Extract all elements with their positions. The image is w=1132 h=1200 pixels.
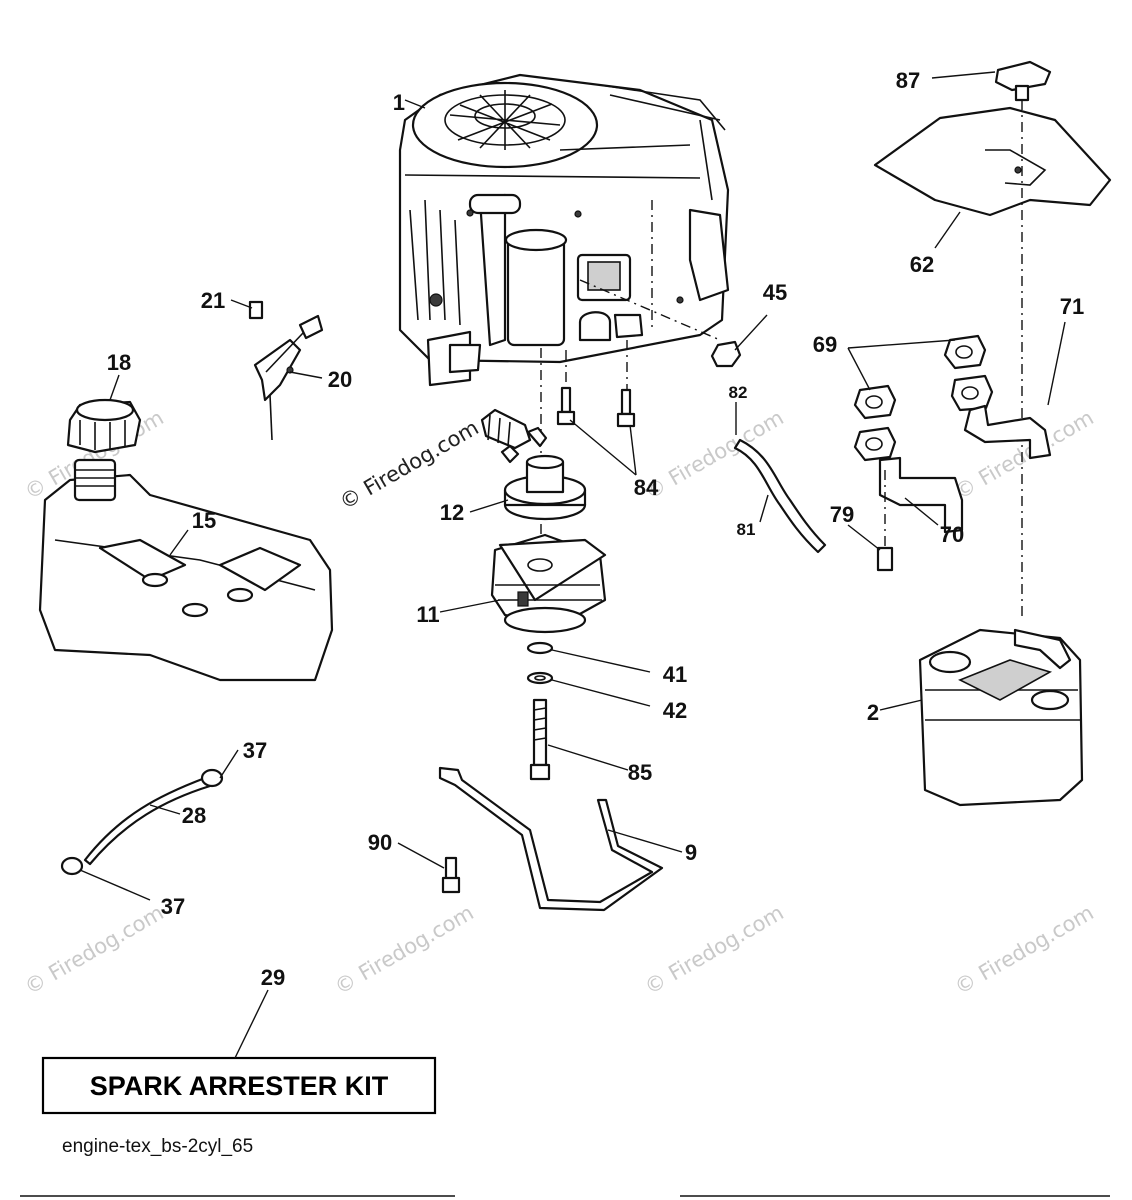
part-label: 87 bbox=[896, 68, 920, 93]
kit-label: SPARK ARRESTER KIT bbox=[90, 1071, 389, 1101]
part-label: 15 bbox=[192, 508, 216, 533]
choke-drawing bbox=[248, 300, 324, 441]
part-label: 41 bbox=[663, 662, 687, 687]
watermark: © Firedog.com bbox=[21, 900, 168, 999]
rod-drawing bbox=[438, 766, 664, 912]
part-label: 37 bbox=[161, 894, 185, 919]
hardware-drawing bbox=[441, 386, 636, 894]
fuel-line-drawing bbox=[480, 408, 827, 554]
part-label: 11 bbox=[416, 602, 439, 627]
part-label: 28 bbox=[182, 803, 206, 828]
part-label: 20 bbox=[328, 367, 352, 392]
part-label: 45 bbox=[763, 280, 787, 305]
part-labels: 1 87 62 45 21 20 18 69 71 82 84 12 15 81… bbox=[107, 68, 1084, 990]
clutch-drawing bbox=[490, 533, 607, 634]
part-label: 42 bbox=[663, 698, 687, 723]
fuel-tank-drawing bbox=[38, 398, 334, 682]
part-label: 84 bbox=[634, 475, 659, 500]
exhaust-drawing bbox=[853, 334, 1052, 572]
part-label: 12 bbox=[440, 500, 464, 525]
part-label: 37 bbox=[243, 738, 267, 763]
kit-box bbox=[41, 1056, 437, 1115]
watermark: © Firedog.com bbox=[641, 900, 788, 999]
engine-drawing bbox=[398, 73, 730, 387]
watermark: © Firedog.com bbox=[951, 900, 1098, 999]
part-label: 18 bbox=[107, 350, 131, 375]
part-label: 62 bbox=[910, 252, 934, 277]
pulley-drawing bbox=[503, 454, 587, 521]
part-label: 9 bbox=[685, 840, 697, 865]
part-label: 2 bbox=[867, 700, 879, 725]
shroud-drawing bbox=[873, 60, 1112, 217]
part-label: 29 bbox=[261, 965, 285, 990]
part-label: 82 bbox=[729, 383, 748, 402]
hose-drawing bbox=[60, 768, 224, 876]
leader-lines bbox=[79, 71, 1066, 1059]
diagram-caption: engine-tex_bs-2cyl_65 bbox=[62, 1136, 253, 1157]
part-label: 81 bbox=[737, 520, 756, 539]
part-label: 70 bbox=[940, 522, 964, 547]
watermark: © Firedog.com bbox=[331, 900, 478, 999]
part-label: 1 bbox=[393, 90, 405, 115]
part-label: 79 bbox=[830, 502, 854, 527]
part-label: 69 bbox=[813, 332, 837, 357]
part-label: 21 bbox=[201, 288, 225, 313]
nut-drawing bbox=[710, 340, 742, 368]
part-label: 85 bbox=[628, 760, 652, 785]
part-label: 71 bbox=[1060, 294, 1084, 319]
part-label: 90 bbox=[368, 830, 392, 855]
watermark: © Firedog.com bbox=[641, 405, 788, 504]
muffler-drawing bbox=[918, 628, 1084, 807]
